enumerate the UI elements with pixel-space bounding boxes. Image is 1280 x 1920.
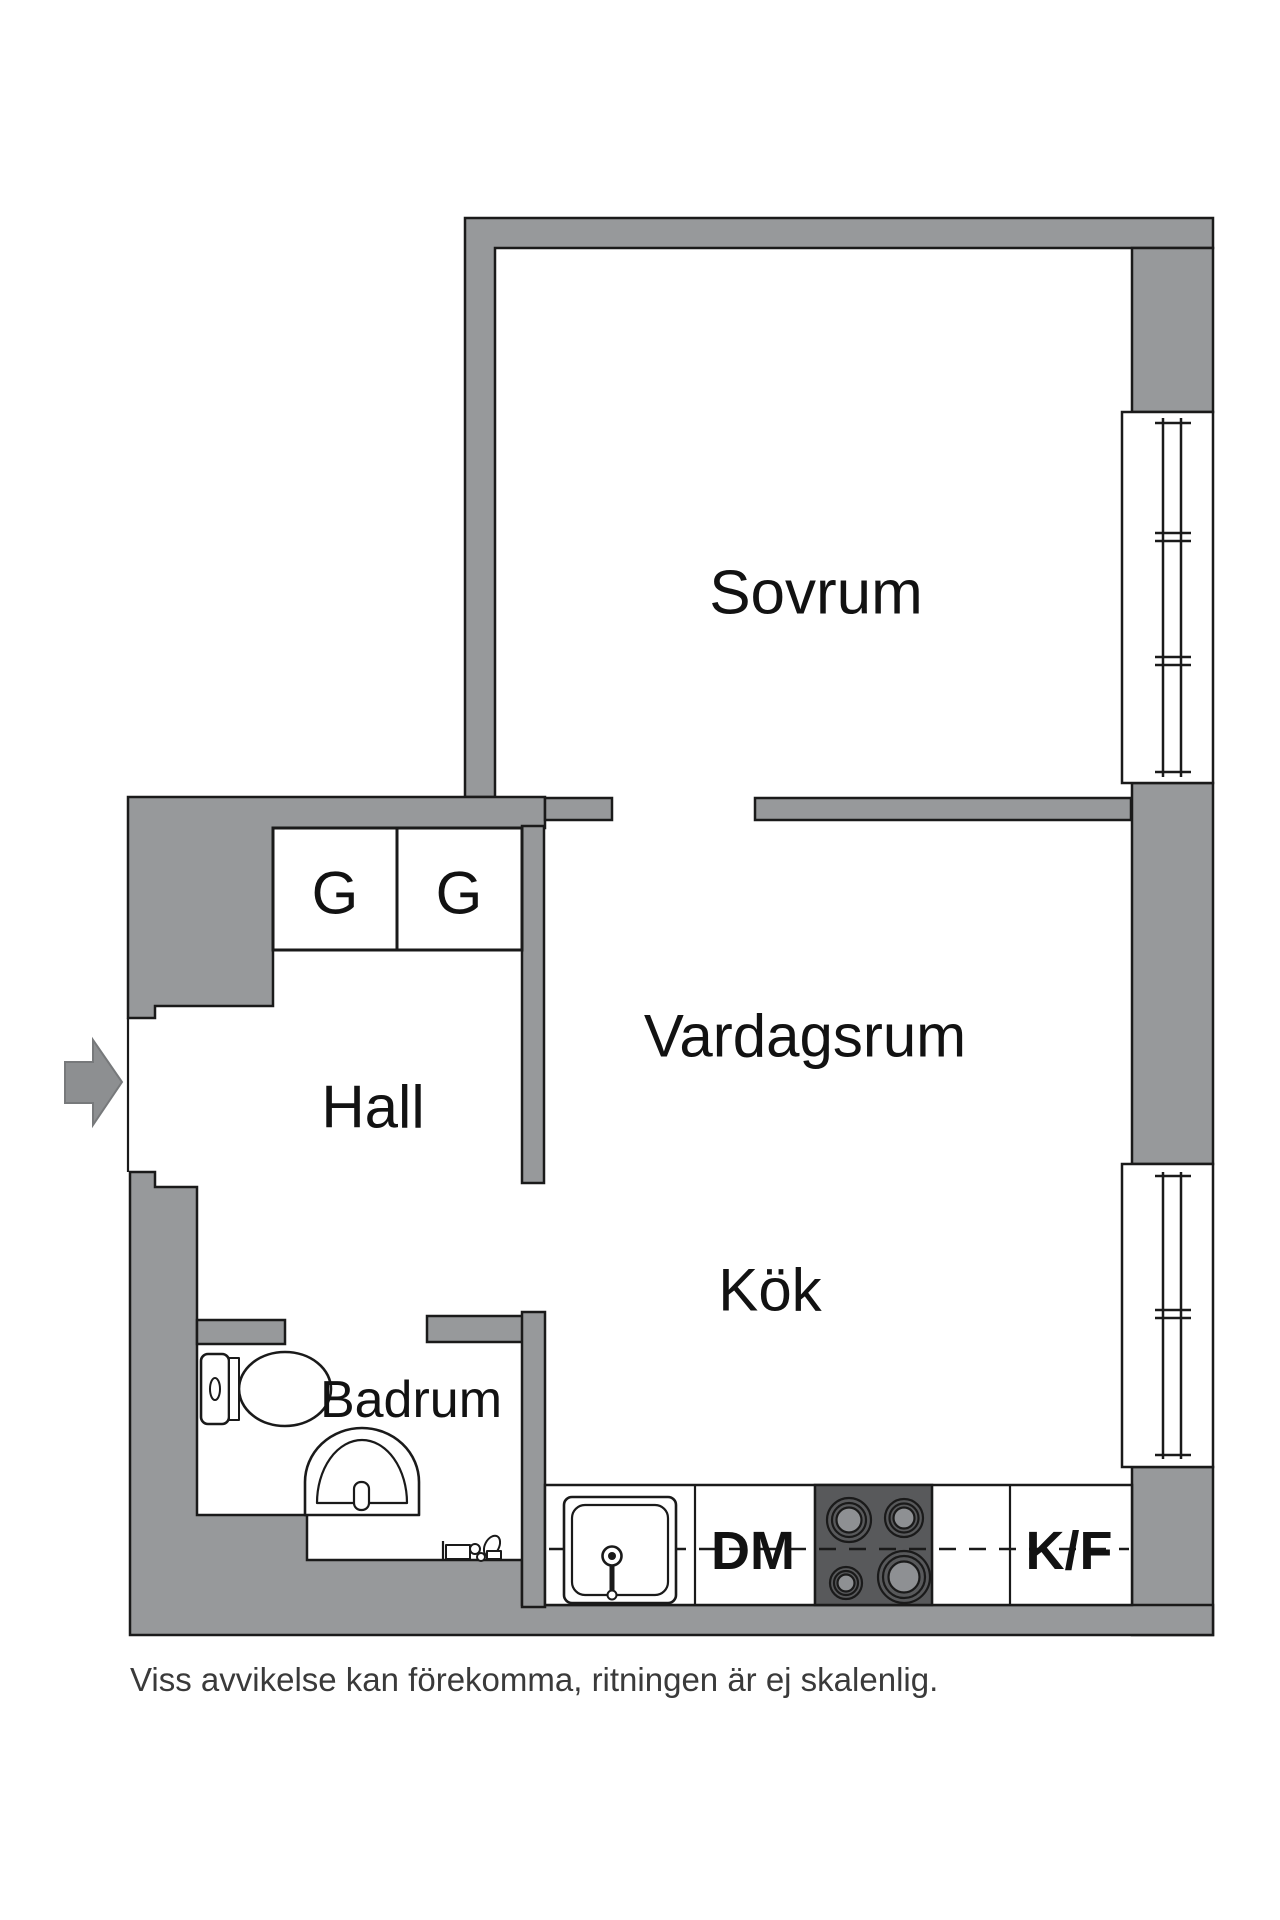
room-label-hall: Hall	[321, 1074, 424, 1141]
wall-right-mid	[1130, 781, 1215, 1166]
wall-divider-right	[753, 796, 1133, 822]
kitchen-counter: DM K/F	[543, 1483, 1134, 1607]
wall-badrum-bar-left	[195, 1318, 287, 1346]
wall-right-upper	[1130, 246, 1215, 414]
exterior-walls	[126, 216, 1215, 1637]
dishwasher-label: DM	[711, 1521, 795, 1581]
room-label-badrum: Badrum	[320, 1371, 502, 1429]
kok-window	[1120, 1162, 1215, 1469]
room-label-vardagsrum: Vardagsrum	[644, 1003, 966, 1070]
wall-top-left-L	[463, 216, 1215, 799]
closet-label-1: G	[312, 860, 359, 927]
wall-left-bottom-mass	[128, 1170, 1215, 1637]
bathroom-sink	[303, 1426, 421, 1517]
wall-badrum-right	[520, 1310, 547, 1609]
closet-box-2	[395, 826, 524, 952]
room-label-kok: Kök	[718, 1257, 822, 1324]
fridge-freezer-label: K/F	[1026, 1521, 1113, 1581]
interior-walls	[195, 796, 1133, 1609]
entry-arrow-icon	[64, 1036, 124, 1129]
room-label-sovrum: Sovrum	[709, 559, 923, 628]
kitchen-sink	[562, 1495, 678, 1605]
wall-hall-vardagsrum	[520, 824, 546, 1185]
washer-tap-symbol	[441, 1534, 502, 1562]
closet-label-2: G	[436, 860, 483, 927]
wall-divider-left	[543, 796, 614, 822]
closets: G G	[271, 826, 524, 952]
stove-hob	[813, 1483, 934, 1607]
wall-badrum-bar-right	[425, 1314, 525, 1344]
toilet	[199, 1350, 333, 1428]
disclaimer-text: Viss avvikelse kan förekomma, ritningen …	[130, 1661, 938, 1698]
sovrum-window	[1120, 410, 1215, 785]
